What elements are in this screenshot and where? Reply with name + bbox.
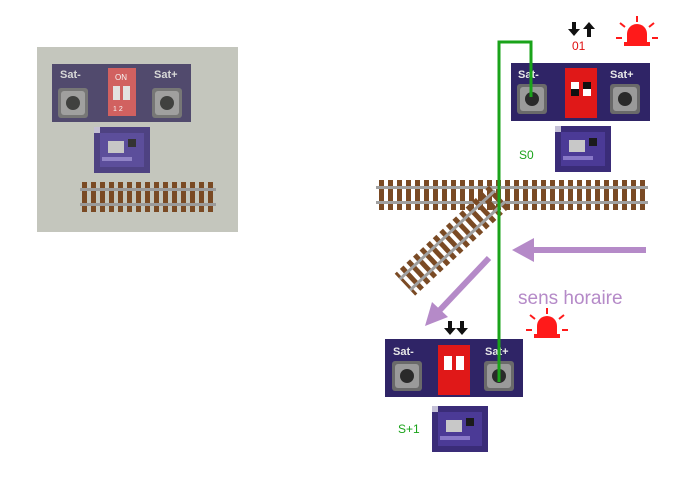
bottom-dip-switch[interactable] (438, 345, 470, 395)
bottom-module-label: S+1 (398, 422, 420, 436)
panel-dip-numbers: 1 2 (113, 106, 123, 113)
top-module-label: S0 (519, 148, 534, 162)
direction-arrow-horizontal (512, 238, 646, 262)
top-pcb-module (555, 126, 611, 172)
bottom-sat-minus-button[interactable] (392, 361, 422, 391)
panel-sat-minus-button[interactable] (58, 88, 88, 118)
left-panel: Sat- Sat+ ON 1 2 (37, 47, 238, 232)
top-module-code: 01 (572, 39, 586, 53)
arrow-up-icon (583, 22, 595, 37)
panel-sat-plus-button[interactable] (152, 88, 182, 118)
top-sat-plus-button[interactable] (610, 84, 640, 114)
diverging-track (394, 185, 511, 296)
panel-controller-board: Sat- Sat+ ON 1 2 (52, 64, 191, 122)
bottom-sat-plus-label: Sat+ (485, 346, 509, 358)
connection-wire (497, 40, 533, 382)
top-dip-switch[interactable] (565, 68, 597, 118)
top-sat-plus-label: Sat+ (610, 69, 634, 81)
direction-arrow-diagonal (425, 255, 492, 326)
bottom-controller-board: Sat- Sat+ (385, 339, 523, 397)
arrow-down-icon (568, 22, 580, 36)
bottom-pcb-module (432, 406, 488, 452)
alarm-light-icon (526, 308, 568, 338)
panel-sat-minus-label: Sat- (60, 69, 81, 81)
panel-pcb-module (94, 127, 150, 173)
bottom-sat-minus-label: Sat- (393, 346, 414, 358)
top-controller-board: Sat- Sat+ (511, 63, 650, 121)
arrow-down-icon (444, 321, 468, 335)
main-track (376, 180, 648, 210)
alarm-light-icon (616, 16, 658, 46)
top-sat-minus-label: Sat- (518, 69, 539, 81)
panel-dip-switch[interactable] (108, 68, 136, 116)
direction-label: sens horaire (518, 288, 623, 309)
panel-sat-plus-label: Sat+ (154, 69, 178, 81)
panel-dip-on-label: ON (115, 73, 127, 82)
panel-track (80, 182, 216, 212)
